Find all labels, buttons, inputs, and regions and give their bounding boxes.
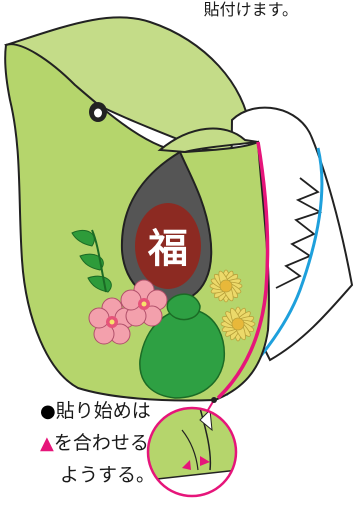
magenta-glue-line xyxy=(216,141,270,400)
note-line-3-text: ようする。 xyxy=(60,464,156,486)
chrysanthemum-lower xyxy=(220,306,256,342)
black-circle-marker: ● xyxy=(40,401,56,422)
note-line-1-text: 貼り始めは xyxy=(55,400,151,422)
green-bush-small xyxy=(166,293,201,321)
magenta-triangle-marker: ▲ xyxy=(40,433,54,454)
seal-character: 福 xyxy=(147,225,188,272)
top-instruction-text: 貼付けます。 xyxy=(203,0,298,19)
note-line-1: ●貼り始めは xyxy=(40,396,151,423)
alignment-triangle-right xyxy=(200,456,210,466)
note-line-2-text: を合わせる xyxy=(53,432,149,454)
dragon-snout-top xyxy=(157,127,259,154)
alignment-triangle-left xyxy=(182,460,191,470)
chrysanthemum-upper xyxy=(209,269,243,303)
leaf-branch-icon xyxy=(71,229,112,293)
seal-red-disc xyxy=(135,203,201,289)
dragon-eye-highlight xyxy=(94,108,102,118)
plum-flower-right xyxy=(120,279,168,327)
detail-magnifier-ring xyxy=(146,406,238,498)
note-line-2: ▲を合わせる xyxy=(40,428,149,455)
callout-anchor-dot xyxy=(211,397,217,403)
note-line-3: ようする。 xyxy=(60,460,155,487)
dragon-teeth xyxy=(275,177,323,289)
